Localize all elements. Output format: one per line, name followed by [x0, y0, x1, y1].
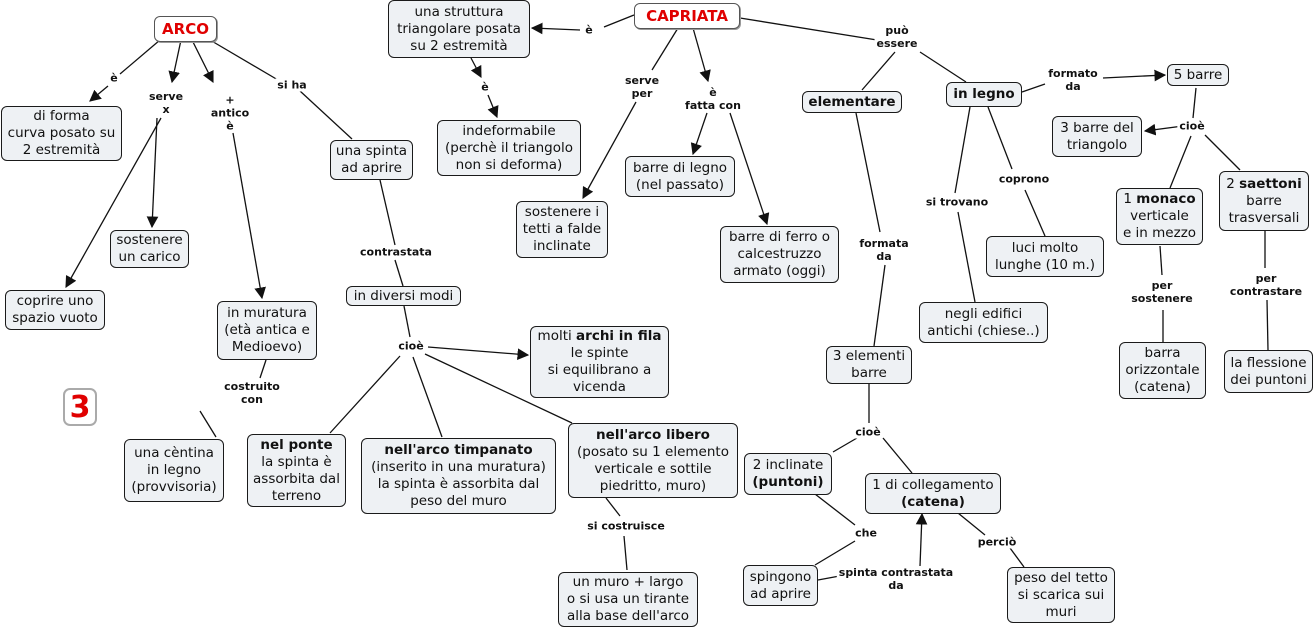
label-formata-da: formata da [857, 237, 911, 263]
luci-lunghe-text: luci molto lunghe (10 m.) [994, 239, 1096, 273]
sostenere-carico-node[interactable]: sostenere un carico [110, 230, 189, 268]
label-cioe-elementi: cioè [853, 425, 883, 439]
label-formato-da: formato da [1046, 67, 1100, 93]
forma-curva-text: di forma curva posato su 2 estremità [7, 108, 116, 158]
capriata-node[interactable]: CAPRIATA [634, 3, 740, 29]
label-tri-e: è [479, 80, 491, 94]
barre-legno-text: barre di legno (nel passato) [632, 159, 728, 193]
in-legno-node[interactable]: in legno [946, 82, 1022, 107]
capriata-title: CAPRIATA [646, 6, 728, 25]
monaco-text: 1 monaco verticale e in mezzo [1122, 191, 1197, 241]
flessione-text: la flessione dei puntoni [1230, 354, 1307, 388]
arco-title: ARCO [162, 19, 209, 38]
barre-ferro-text: barre di ferro o calcestruzzo armato (og… [728, 229, 831, 279]
saettoni-text: 2 saettoni barre trasversali [1226, 175, 1302, 226]
diversi-modi-text: in diversi modi [353, 287, 454, 304]
elementare-node[interactable]: elementare [802, 91, 902, 113]
archi-fila-node[interactable]: molti archi in fila le spinte si equilib… [530, 326, 669, 398]
page-number: 3 [63, 388, 97, 426]
flessione-node[interactable]: la flessione dei puntoni [1224, 350, 1313, 393]
timpanato-node[interactable]: nell'arco timpanato (inserito in una mur… [361, 438, 556, 514]
label-che: che [853, 526, 879, 540]
label-coprono: coprono [996, 172, 1052, 186]
coprire-spazio-text: coprire uno spazio vuoto [12, 293, 98, 326]
timpanato-text: nell'arco timpanato (inserito in una mur… [371, 442, 546, 509]
label-si-ha: si ha [275, 78, 309, 92]
label-cioe-legno: cioè [1177, 119, 1207, 133]
spingono-text: spingono ad aprire [749, 568, 812, 602]
spingono-node[interactable]: spingono ad aprire [743, 565, 818, 606]
label-percio: perciò [975, 535, 1019, 549]
spinta-aprire-text: una spinta ad aprire [335, 143, 408, 176]
tre-elementi-text: 3 elementi barre [832, 348, 906, 381]
collegamento-text: 1 di collegamento (catena) [872, 476, 994, 510]
label-serve-per: serve per [622, 74, 662, 100]
collegamento-node[interactable]: 1 di collegamento (catena) [865, 473, 1001, 514]
struttura-triangolare-text: una struttura triangolare posata su 2 es… [397, 3, 521, 54]
label-serve-x: serve x [146, 90, 186, 116]
spinta-aprire-node[interactable]: una spinta ad aprire [330, 140, 413, 180]
label-fatta-con: è fatta con [683, 86, 743, 112]
label-spinta-contrastata: spinta contrastata da [836, 566, 956, 592]
diversi-modi-node[interactable]: in diversi modi [346, 286, 461, 306]
barra-orizzontale-text: barra orizzontale (catena) [1125, 345, 1200, 395]
due-inclinate-text: 2 inclinate (puntoni) [752, 457, 824, 490]
in-legno-text: in legno [953, 86, 1015, 102]
sostenere-tetti-node[interactable]: sostenere i tetti a falde inclinate [516, 201, 608, 258]
tre-elementi-node[interactable]: 3 elementi barre [826, 346, 912, 384]
label-per-contrastare: per contrastare [1227, 272, 1305, 298]
barra-orizzontale-node[interactable]: barra orizzontale (catena) [1119, 342, 1206, 399]
tre-barre-text: 3 barre del triangolo [1060, 119, 1134, 153]
muratura-node[interactable]: in muratura (età antica e Medioevo) [217, 301, 317, 360]
due-inclinate-node[interactable]: 2 inclinate (puntoni) [744, 453, 832, 495]
centina-text: una cèntina in legno (provvisoria) [131, 445, 217, 495]
sostenere-tetti-text: sostenere i tetti a falde inclinate [522, 204, 602, 254]
cinque-barre-node[interactable]: 5 barre [1167, 64, 1229, 86]
label-costruito-con: costruito con [222, 380, 282, 406]
edifici-antichi-node[interactable]: negli edifici antichi (chiese..) [919, 302, 1048, 343]
barre-ferro-node[interactable]: barre di ferro o calcestruzzo armato (og… [720, 226, 839, 283]
monaco-node[interactable]: 1 monaco verticale e in mezzo [1116, 188, 1203, 245]
label-capriata-e: è [583, 23, 595, 37]
label-contrastata: contrastata [358, 245, 434, 259]
label-si-costruisce: si costruisce [585, 519, 667, 533]
ponte-node[interactable]: nel ponte la spinta è assorbita dal terr… [247, 434, 346, 507]
sostenere-carico-text: sostenere un carico [116, 232, 183, 265]
edifici-antichi-text: negli edifici antichi (chiese..) [927, 305, 1040, 339]
coprire-spazio-node[interactable]: coprire uno spazio vuoto [5, 290, 105, 330]
label-puo-essere: può essere [874, 24, 920, 50]
arco-node[interactable]: ARCO [154, 16, 217, 42]
cinque-barre-text: 5 barre [1173, 66, 1223, 83]
peso-tetto-text: peso del tetto si scarica sui muri [1014, 569, 1108, 620]
tre-barre-node[interactable]: 3 barre del triangolo [1052, 116, 1142, 157]
arco-libero-node[interactable]: nell'arco libero (posato su 1 elemento v… [568, 423, 738, 498]
barre-legno-node[interactable]: barre di legno (nel passato) [625, 156, 735, 197]
muratura-text: in muratura (età antica e Medioevo) [224, 305, 310, 355]
muro-largo-text: un muro + largo o si usa un tirante alla… [566, 574, 690, 624]
indeformabile-node[interactable]: indeformabile (perchè il triangolo non s… [437, 120, 581, 176]
arco-libero-text: nell'arco libero (posato su 1 elemento v… [577, 426, 729, 494]
label-arco-e: è [108, 71, 120, 85]
label-si-trovano: si trovano [923, 195, 991, 209]
saettoni-node[interactable]: 2 saettoni barre trasversali [1219, 171, 1309, 231]
label-cioe-arco: cioè [396, 339, 426, 353]
luci-lunghe-node[interactable]: luci molto lunghe (10 m.) [986, 236, 1104, 277]
struttura-triangolare-node[interactable]: una struttura triangolare posata su 2 es… [388, 0, 530, 58]
archi-fila-text: molti archi in fila le spinte si equilib… [537, 328, 662, 395]
elementare-text: elementare [808, 93, 896, 110]
centina-node[interactable]: una cèntina in legno (provvisoria) [124, 439, 224, 502]
ponte-text: nel ponte la spinta è assorbita dal terr… [253, 436, 340, 504]
label-per-sostenere: per sostenere [1129, 279, 1195, 305]
muro-largo-node[interactable]: un muro + largo o si usa un tirante alla… [558, 572, 698, 627]
indeformabile-text: indeformabile (perchè il triangolo non s… [444, 122, 574, 173]
peso-tetto-node[interactable]: peso del tetto si scarica sui muri [1007, 567, 1115, 623]
label-antico: + antico è [208, 93, 252, 133]
forma-curva-node[interactable]: di forma curva posato su 2 estremità [1, 106, 122, 161]
